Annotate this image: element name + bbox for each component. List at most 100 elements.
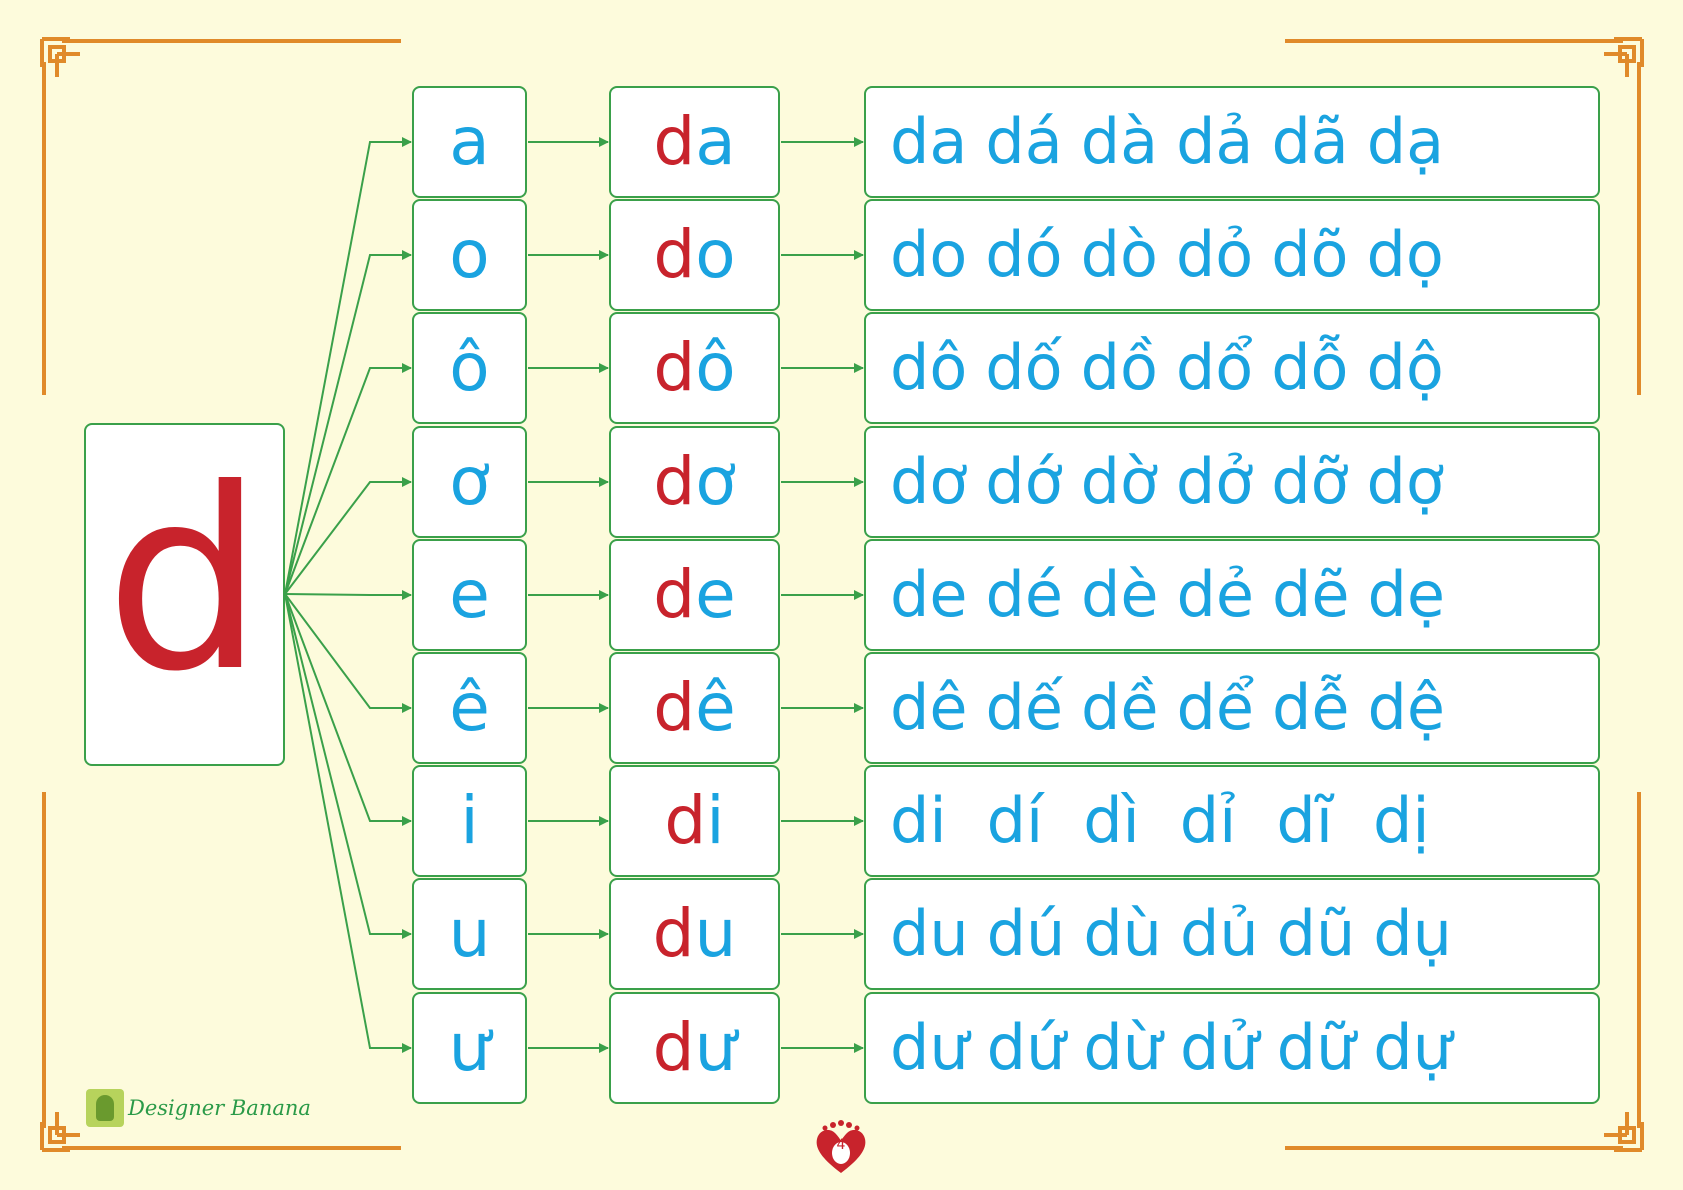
syllable-consonant: d [653,216,696,293]
tone-word: dẽ [1272,558,1350,631]
tone-word: dỗ [1271,331,1349,404]
tone-word: dở [1175,445,1254,518]
fan-arrow [284,477,412,595]
frame-right-top-line [1637,62,1641,395]
tone-word: dõ [1271,218,1349,291]
syllable-vowel: ê [695,669,736,746]
tone-word: de [890,558,968,631]
consonant-card: d [84,423,285,766]
syllable-vowel: ư [694,1009,737,1086]
vowel-letter: o [449,216,490,293]
fan-arrow [284,363,412,595]
tone-word: do [890,218,968,291]
tone-word: dó [985,218,1063,291]
tone-word: dợ [1366,445,1444,518]
vowel-letter: e [449,556,490,633]
tone-word: dữ [1276,1011,1356,1084]
tone-word: dù [1083,897,1162,970]
tone-word: dá [985,105,1063,178]
frame-top-right-line [1285,39,1623,43]
vowel-box: o [412,199,527,311]
vowel-letter: ê [449,669,490,746]
corner-ornament-bottom-left [40,1112,80,1152]
vowel-letter: ơ [449,443,490,520]
tone-word: da [890,105,968,178]
tone-word: dạ [1366,105,1445,178]
vowel-letter: u [448,895,491,972]
frame-right-bottom-line [1637,792,1641,1128]
tone-word: dơ [890,445,968,518]
fan-arrow [284,590,412,600]
tone-word: dự [1373,1011,1452,1084]
tone-word: dê [890,671,968,744]
tone-word: dú [986,897,1066,970]
syllable-box: de [609,539,780,651]
vowel-box: a [412,86,527,198]
consonant-letter: d [105,434,264,726]
tone-word: dô [890,331,968,404]
vowel-box: ô [412,312,527,424]
vowel-letter: ô [449,329,490,406]
tone-word: dỉ [1179,784,1237,857]
tone-word: dứ [986,1011,1066,1084]
tone-word: dĩ [1276,784,1333,857]
syllable-box: do [609,199,780,311]
syllable-vowel: i [706,782,725,859]
tone-word: dả [1176,105,1254,178]
tone-word: dộ [1366,331,1444,404]
fan-arrow [284,250,412,595]
corner-ornament-bottom-right [1604,1112,1644,1152]
tone-word: dé [985,558,1064,631]
frame-bottom-right-line [1285,1146,1623,1150]
syllable-vowel: e [695,556,736,633]
frame-left-top-line [42,62,46,395]
vowel-box: u [412,878,527,990]
tone-word: dủ [1179,897,1259,970]
syllable-vowel: o [695,216,736,293]
corner-ornament-top-left [40,37,80,77]
tone-word: dể [1176,671,1255,744]
frame-left-bottom-line [42,792,46,1128]
tone-word: dỡ [1271,445,1349,518]
syllable-box: di [609,765,780,877]
corner-ornament-top-right [1604,37,1644,77]
vowel-box: e [412,539,527,651]
heart-footprint-icon [816,1120,866,1173]
tone-word: di [890,784,947,857]
tone-word: dư [890,1011,969,1084]
tone-word: dế [985,671,1064,744]
tone-word: dì [1083,784,1140,857]
vowel-box: ê [412,652,527,764]
syllable-box: da [609,86,780,198]
syllable-box: dê [609,652,780,764]
syllable-vowel: u [694,895,737,972]
syllable-consonant: d [653,669,696,746]
syllable-consonant: d [652,895,695,972]
tone-word: dũ [1276,897,1356,970]
syllable-vowel: a [695,103,736,180]
tone-word: dè [1081,558,1159,631]
tone-word: dờ [1080,445,1158,518]
tone-word: dỏ [1175,218,1254,291]
fan-arrow [284,593,412,939]
tone-word: dẹ [1367,558,1446,631]
tone-word: dẻ [1176,558,1255,631]
frame-top-left-line [62,39,401,43]
syllable-consonant: d [652,1009,695,1086]
syllable-consonant: d [653,329,696,406]
tone-word: dễ [1272,671,1350,744]
fan-arrow [284,593,412,1053]
